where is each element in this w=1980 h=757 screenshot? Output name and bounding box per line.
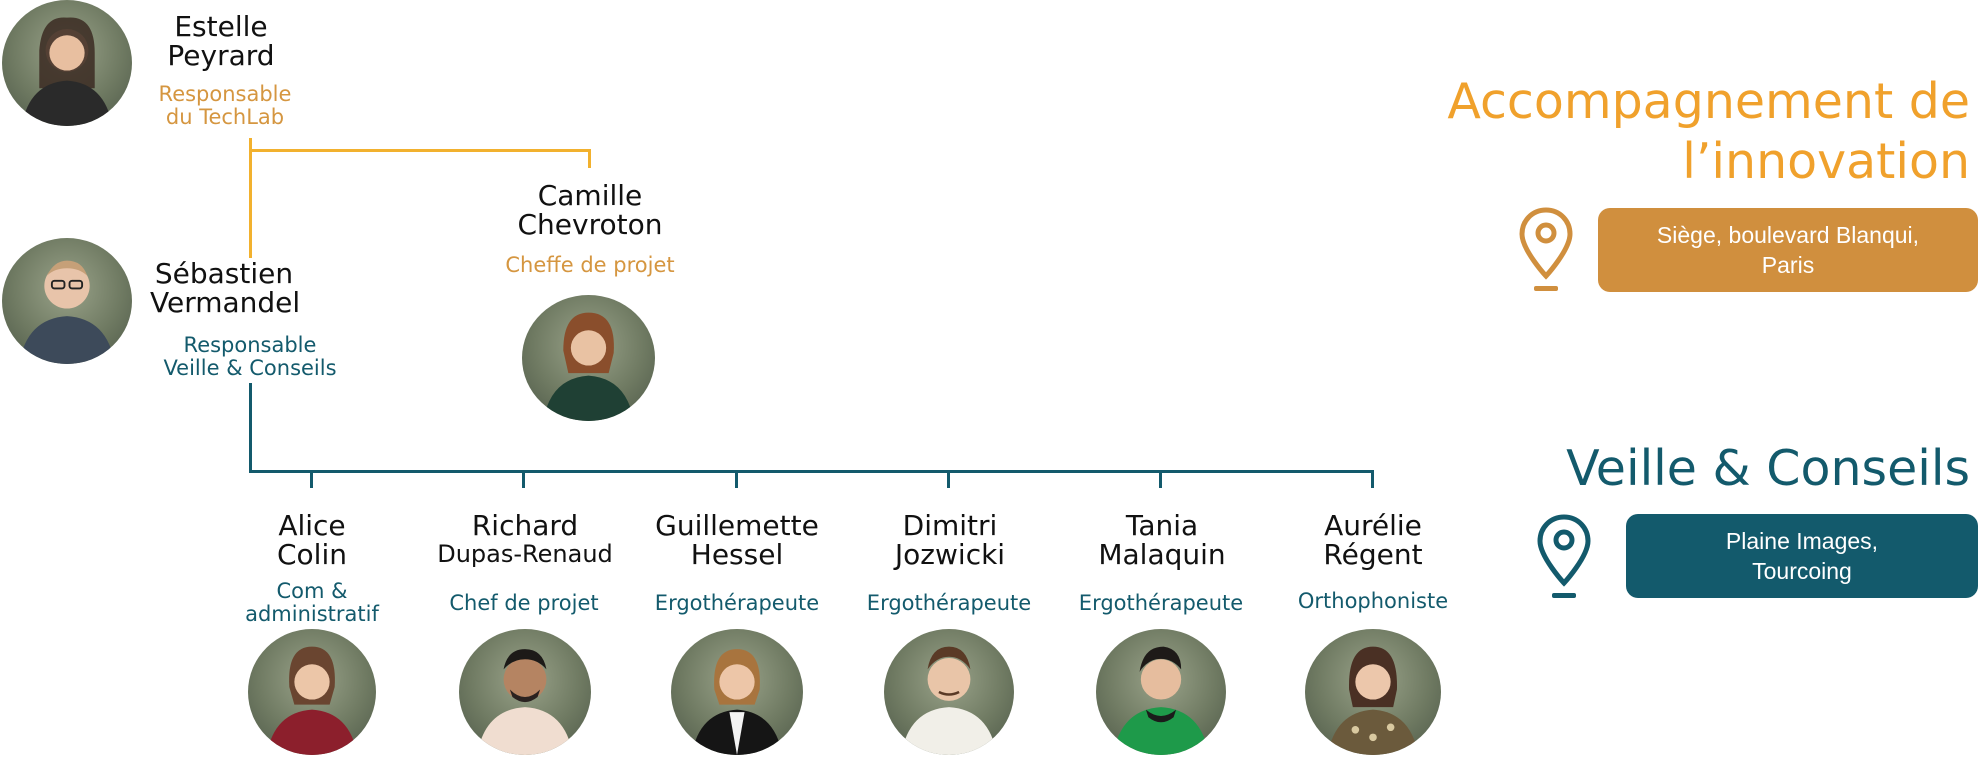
- head-role-line1: Responsable: [158, 82, 292, 106]
- team-member-6-role: Orthophoniste: [1273, 590, 1473, 613]
- head-role-line2: du TechLab: [165, 105, 285, 129]
- person-portrait-icon: [21, 17, 113, 126]
- innovation-title-line1: Accompagnement de: [1447, 73, 1970, 130]
- connector-team-bar: [249, 470, 1373, 473]
- team-member-1-last-name: Colin: [277, 538, 347, 571]
- team-member-1-role-line1: Com &: [276, 579, 348, 603]
- team-member-4-name: Dimitri Jozwicki: [840, 511, 1060, 569]
- connector-team-drop-6: [1371, 470, 1374, 488]
- team-member-1-name: Alice Colin: [222, 511, 402, 569]
- innovation-title: Accompagnement de l’innovation: [1447, 72, 1970, 192]
- head-role: Responsable du TechLab: [130, 83, 320, 129]
- team-member-4-last-name: Jozwicki: [894, 538, 1006, 571]
- project-lead-name: Camille Chevroton: [490, 181, 690, 239]
- veille-lead-role: Responsable Veille & Conseils: [140, 334, 360, 380]
- connector-team-drop-4: [947, 470, 950, 488]
- project-lead-first-name: Camille: [537, 179, 643, 212]
- avatar-veille-lead: [2, 238, 132, 364]
- avatar-team-member-1: [248, 629, 376, 755]
- team-member-5-role-line1: Ergothérapeute: [1078, 591, 1244, 615]
- veille-title: Veille & Conseils: [1566, 440, 1970, 497]
- team-member-5-role: Ergothérapeute: [1061, 592, 1261, 615]
- project-lead-last-name: Chevroton: [517, 208, 663, 241]
- avatar-team-member-3: [671, 629, 803, 755]
- avatar-head: [2, 0, 132, 126]
- team-member-3-first-name: Guillemette: [655, 509, 819, 542]
- team-member-4-role-line1: Ergothérapeute: [866, 591, 1032, 615]
- team-member-4-first-name: Dimitri: [902, 509, 998, 542]
- team-member-3-role: Ergothérapeute: [637, 592, 837, 615]
- team-member-2-role: Chef de projet: [424, 592, 624, 615]
- team-member-2-last-name: Dupas-Renaud: [437, 540, 613, 568]
- team-member-2-first-name: Richard: [471, 509, 579, 542]
- veille-location-line1: Plaine Images,: [1725, 528, 1879, 554]
- team-member-5-first-name: Tania: [1125, 509, 1199, 542]
- innovation-location: Siège, boulevard Blanqui, Paris: [1598, 208, 1978, 292]
- avatar-team-member-6: [1305, 629, 1441, 755]
- team-member-1-role: Com & administratif: [212, 580, 412, 626]
- team-member-1-role-line2: administratif: [245, 602, 379, 626]
- person-portrait-icon: [266, 646, 358, 755]
- person-portrait-icon: [543, 312, 634, 421]
- team-member-5-last-name: Malaquin: [1098, 538, 1226, 571]
- team-member-5-name: Tania Malaquin: [1052, 511, 1272, 569]
- innovation-location-line2: Paris: [1761, 252, 1815, 278]
- veille-lead-role-line2: Veille & Conseils: [163, 356, 337, 380]
- team-member-6-role-line1: Orthophoniste: [1297, 589, 1449, 613]
- location-pin-icon: [1536, 513, 1592, 601]
- avatar-team-member-4: [884, 629, 1014, 755]
- veille-lead-last-name: Vermandel: [150, 286, 301, 319]
- connector-head-vertical: [249, 138, 252, 258]
- connector-team-drop-3: [735, 470, 738, 488]
- connector-veille-vertical: [249, 383, 252, 473]
- avatar-project-lead: [522, 295, 655, 421]
- team-member-6-name: Aurélie Régent: [1263, 511, 1483, 569]
- veille-lead-role-line1: Responsable: [183, 333, 317, 357]
- connector-team-drop-5: [1159, 470, 1162, 488]
- veille-location-line2: Tourcoing: [1752, 558, 1852, 584]
- project-lead-role: Cheffe de projet: [505, 253, 675, 277]
- connector-team-drop-1: [310, 470, 313, 488]
- connector-project-lead-drop: [588, 149, 591, 168]
- person-portrait-icon: [1327, 646, 1419, 755]
- veille-lead-first-name: Sébastien: [154, 257, 294, 290]
- team-member-2-name: Richard Dupas-Renaud: [415, 511, 635, 569]
- innovation-location-line1: Siège, boulevard Blanqui,: [1656, 222, 1920, 248]
- avatar-team-member-5: [1096, 629, 1226, 755]
- innovation-title-line2: l’innovation: [1682, 133, 1970, 190]
- team-member-6-first-name: Aurélie: [1324, 509, 1422, 542]
- person-portrait-icon: [19, 260, 115, 364]
- head-last-name: Peyrard: [167, 39, 275, 72]
- team-member-1-first-name: Alice: [278, 509, 346, 542]
- team-member-4-role: Ergothérapeute: [849, 592, 1049, 615]
- team-member-3-name: Guillemette Hessel: [627, 511, 847, 569]
- team-member-3-role-line1: Ergothérapeute: [654, 591, 820, 615]
- person-portrait-icon: [1113, 646, 1209, 755]
- connector-team-drop-2: [522, 470, 525, 488]
- person-portrait-icon: [477, 649, 573, 755]
- veille-lead-name: Sébastien Vermandel: [150, 257, 301, 319]
- head-first-name: Estelle: [174, 10, 268, 43]
- team-member-3-last-name: Hessel: [690, 538, 784, 571]
- location-pin-icon: [1518, 206, 1574, 294]
- veille-location: Plaine Images, Tourcoing: [1626, 514, 1978, 598]
- person-portrait-icon: [901, 646, 997, 755]
- team-member-6-last-name: Régent: [1323, 538, 1423, 571]
- team-member-2-role-line1: Chef de projet: [449, 591, 599, 615]
- person-portrait-icon: [691, 649, 783, 755]
- avatar-team-member-2: [459, 629, 591, 755]
- head-name: Estelle Peyrard: [150, 12, 292, 70]
- connector-head-horizontal: [249, 149, 591, 152]
